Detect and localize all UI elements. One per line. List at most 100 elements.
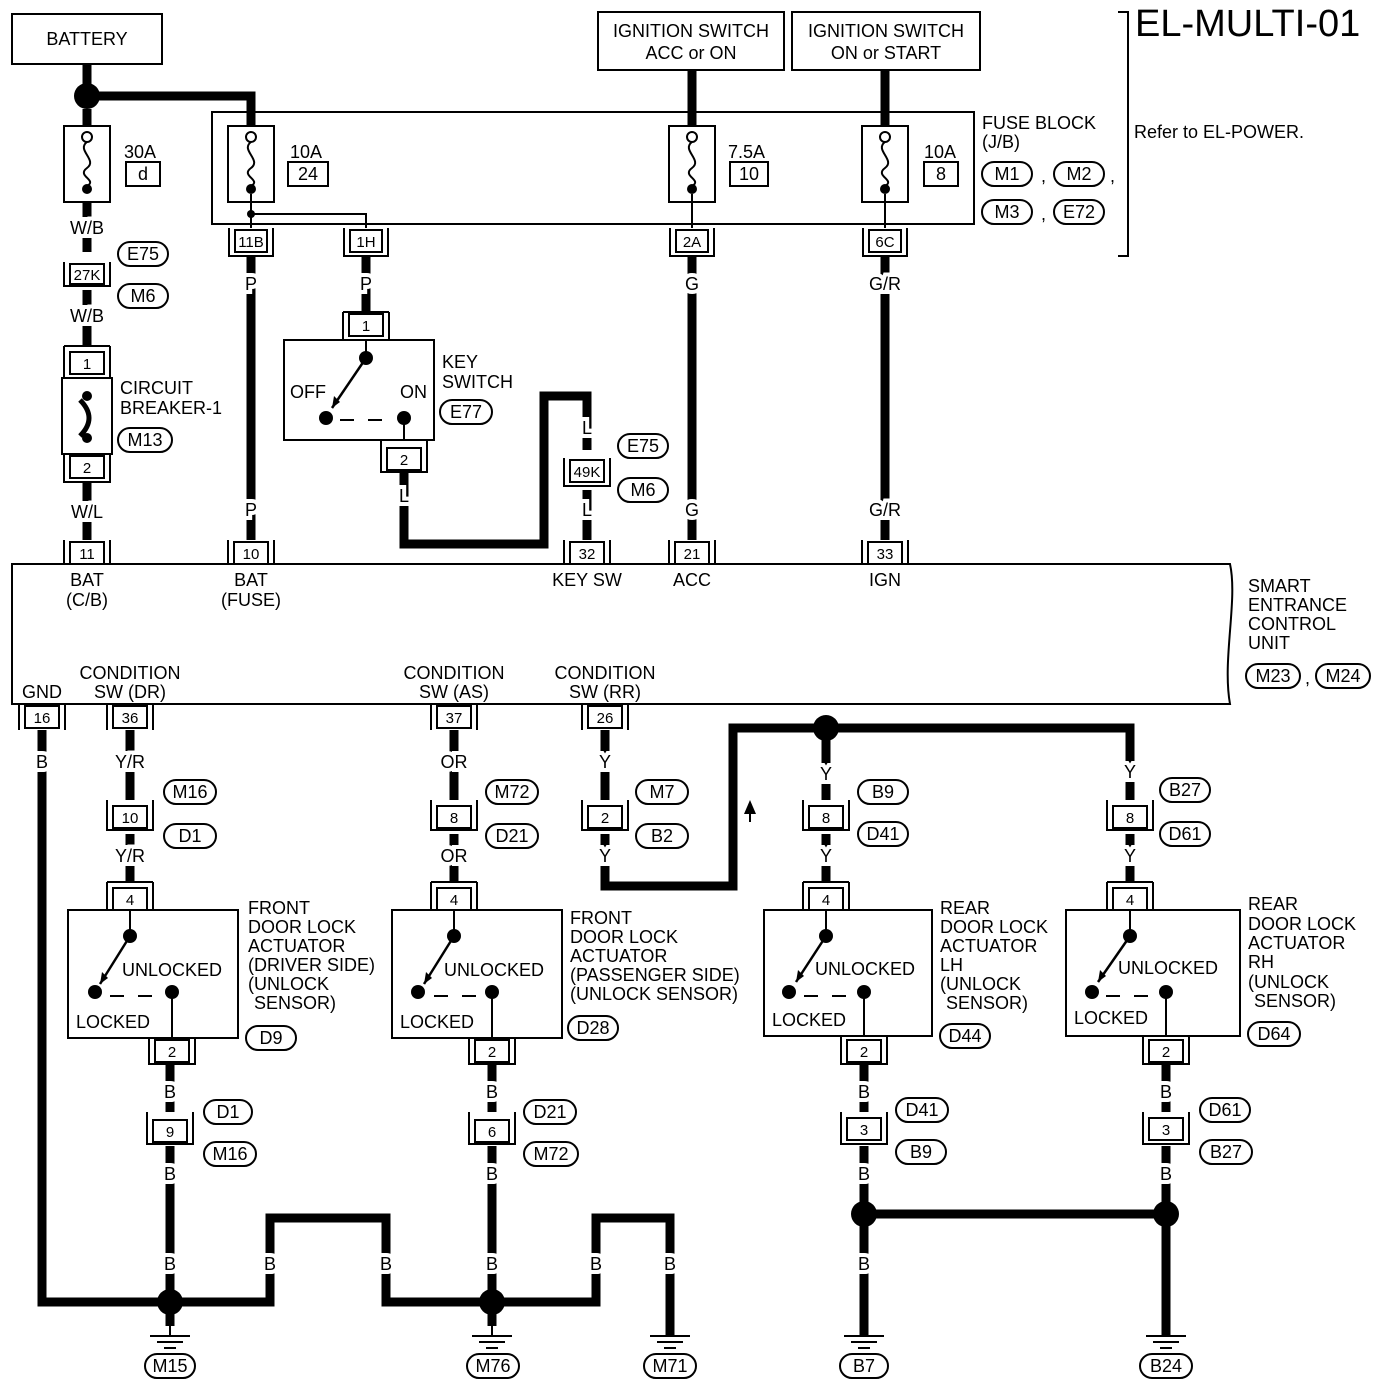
wire-color-label: Y/R — [115, 846, 145, 866]
ground-splice — [1153, 1201, 1179, 1227]
svg-text:8: 8 — [1126, 810, 1134, 827]
svg-text:10: 10 — [122, 810, 139, 827]
svg-text:1H: 1H — [356, 234, 375, 251]
svg-text:SENSOR): SENSOR) — [946, 993, 1028, 1013]
svg-text:B27: B27 — [1169, 780, 1201, 800]
actuator-rear-lh: 4 UNLOCKED LOCKED 2 REAR DOOR LOCK ACTUA… — [763, 881, 1048, 1065]
svg-text:UNLOCKED: UNLOCKED — [444, 960, 544, 980]
ground-m76: M76 — [466, 1326, 520, 1379]
svg-text:,: , — [1305, 668, 1310, 688]
wire-color-label: Y — [820, 846, 832, 866]
svg-text:10: 10 — [243, 546, 260, 563]
joint-49k: 49K E75 M6 — [563, 433, 669, 503]
svg-text:CONDITION: CONDITION — [80, 663, 181, 683]
wire-gnd — [37, 730, 170, 1307]
inline-connector-8a: 8 M72 D21 — [430, 779, 539, 849]
wire-color-label: G — [685, 500, 699, 520]
wire-color-label: B — [264, 1254, 276, 1274]
svg-text:2A: 2A — [683, 234, 701, 251]
svg-text:UNLOCKED: UNLOCKED — [122, 960, 222, 980]
svg-text:3: 3 — [860, 1122, 868, 1139]
fuse-terminal-6c: 6C — [862, 228, 908, 257]
fuse-block-connectors: M1 , M2 , M3 , E72 — [981, 161, 1115, 225]
wire-color-label: B — [1160, 1164, 1172, 1184]
fuse-block-label-1: FUSE BLOCK — [982, 113, 1096, 133]
svg-text:GND: GND — [22, 682, 62, 702]
svg-text:2: 2 — [1162, 1044, 1170, 1061]
unit-terminal-16: GND 16 — [18, 682, 66, 730]
svg-text:1: 1 — [362, 318, 370, 335]
svg-text:2: 2 — [601, 810, 609, 827]
svg-text:M23: M23 — [1255, 666, 1290, 686]
svg-text:LOCKED: LOCKED — [76, 1012, 150, 1032]
svg-text:9: 9 — [166, 1124, 174, 1141]
unit-terminal-33: 33 IGN — [861, 540, 909, 590]
svg-text:21: 21 — [684, 546, 701, 563]
comma: , — [1041, 166, 1046, 186]
inline-connector-8b: 8 B9 D41 — [802, 779, 909, 847]
svg-text:(UNLOCK: (UNLOCK — [248, 974, 329, 994]
svg-text:B24: B24 — [1150, 1356, 1182, 1376]
connector-tag-text: M3 — [994, 202, 1019, 222]
svg-text:BAT: BAT — [234, 570, 268, 590]
svg-text:1: 1 — [83, 356, 91, 373]
fuse-amp: 7.5A — [728, 142, 765, 162]
unit-terminal-37: CONDITION SW (AS) 37 — [404, 663, 505, 730]
fuse-30a: 30A d — [63, 125, 161, 203]
wire-color-label: Y — [1124, 846, 1136, 866]
wire-color-label: P — [245, 274, 257, 294]
svg-text:11: 11 — [79, 546, 95, 563]
inline-connector-10: 10 M16 D1 — [106, 779, 217, 849]
svg-text:B9: B9 — [910, 1142, 932, 1162]
svg-text:M7: M7 — [649, 782, 674, 802]
wire-color-label: B — [486, 1082, 498, 1102]
connector-tag — [1053, 161, 1105, 187]
svg-text:D44: D44 — [948, 1026, 981, 1046]
refer-note: Refer to EL-POWER. — [1134, 122, 1304, 142]
svg-text:ENTRANCE: ENTRANCE — [1248, 595, 1347, 615]
battery-box — [11, 13, 163, 65]
power-bracket — [1118, 11, 1129, 257]
svg-text:M6: M6 — [630, 480, 655, 500]
svg-text:RH: RH — [1248, 952, 1274, 972]
fuse-amp: 30A — [124, 142, 156, 162]
fuse-amp: 10A — [924, 142, 956, 162]
wire-color-label: W/B — [70, 306, 104, 326]
wire-color-label: B — [164, 1254, 176, 1274]
wire-color-label: W/L — [71, 502, 103, 522]
wire-color-label: P — [245, 500, 257, 520]
circuit-breaker: 1 2 CIRCUIT BREAKER-1 M13 — [61, 345, 222, 483]
smart-entrance-control-unit — [11, 563, 1234, 705]
svg-text:M16: M16 — [172, 782, 207, 802]
svg-text:32: 32 — [579, 546, 596, 563]
svg-text:CIRCUIT: CIRCUIT — [120, 378, 193, 398]
fuse-terminal-11b: 11B — [228, 228, 274, 257]
svg-text:2: 2 — [488, 1044, 496, 1061]
svg-text:DOOR LOCK: DOOR LOCK — [1248, 914, 1356, 934]
svg-text:SENSOR): SENSOR) — [254, 993, 336, 1013]
fuse-number: 10 — [739, 164, 759, 184]
svg-text:CONTROL: CONTROL — [1248, 614, 1336, 634]
ground-m15: M15 — [144, 1326, 196, 1379]
inline-connector-6: 6 D21 M72 — [468, 1099, 579, 1167]
svg-text:SW (RR): SW (RR) — [569, 682, 641, 702]
svg-text:SMART: SMART — [1248, 576, 1311, 596]
svg-text:REAR: REAR — [940, 898, 990, 918]
svg-text:3: 3 — [1162, 1122, 1170, 1139]
fuse-number: d — [138, 164, 148, 184]
wire-ground-bus — [170, 1213, 675, 1336]
wire-battery-fuse24 — [87, 91, 256, 126]
svg-text:16: 16 — [34, 710, 51, 727]
connector-tag-text: E72 — [1063, 202, 1095, 222]
svg-text:4: 4 — [450, 892, 458, 909]
wire-color-label: B — [590, 1254, 602, 1274]
wire-color-label: B — [858, 1164, 870, 1184]
svg-text:KEY SW: KEY SW — [552, 570, 622, 590]
wire-y-rear-bus — [600, 723, 1135, 891]
svg-text:(DRIVER SIDE): (DRIVER SIDE) — [248, 955, 375, 975]
wire-color-label: B — [164, 1164, 176, 1184]
svg-text:M72: M72 — [533, 1144, 568, 1164]
svg-text:ACC: ACC — [673, 570, 711, 590]
svg-text:KEY: KEY — [442, 352, 478, 372]
